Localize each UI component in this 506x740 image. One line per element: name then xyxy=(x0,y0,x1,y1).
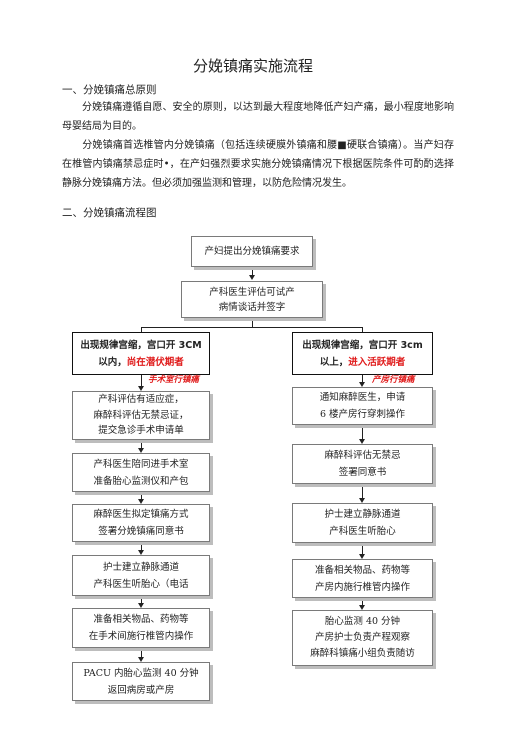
flow-assess-box: 产科医生评估可试产 病情谈话并签字 xyxy=(181,281,323,318)
flow-start-box: 产妇提出分娩镇痛要求 xyxy=(191,236,313,267)
arrow-head xyxy=(138,550,144,555)
right-condition-prefix: 以上， xyxy=(319,356,349,368)
right-step-line: 产房护士负责产程观察 xyxy=(314,632,410,643)
left-step-line: 产科医生听胎心（电话 xyxy=(93,578,189,590)
connector xyxy=(141,327,363,328)
left-condition-box: 出现规律宫缩，宫口开 3CM 以内，尚在潜伏期者 xyxy=(72,332,210,375)
right-step-box: 护士建立静脉通道 产科医生听胎心 xyxy=(292,503,433,543)
connector xyxy=(141,542,142,551)
left-step-line: 准备相关物品、药物等 xyxy=(93,614,189,625)
arrow-head xyxy=(138,657,144,662)
page-title: 分娩镇痛实施流程 xyxy=(192,57,313,75)
right-step-line: 麻醉科镇痛小组负责随访 xyxy=(310,648,415,659)
right-step-line: 准备相关物品、药物等 xyxy=(314,564,410,576)
left-condition-highlight: 尚在潜伏期者 xyxy=(126,356,184,368)
left-step-box: PACU 内胎心监测 40 分钟 返回病房或产房 xyxy=(72,662,210,701)
right-step-box: 麻醉科评估无禁忌 签署同意书 xyxy=(292,444,433,484)
left-step-line: 产科评估有适应症， xyxy=(98,394,184,406)
connector xyxy=(252,318,253,327)
left-condition-prefix: 以内， xyxy=(98,356,127,368)
right-step-box: 准备相关物品、药物等 产房内施行椎管内操作 xyxy=(292,559,433,598)
arrow-head xyxy=(138,448,144,453)
left-step-line: 麻醉医生拟定镇痛方式 xyxy=(93,509,189,520)
arrow-head xyxy=(138,603,144,608)
arrow-head xyxy=(249,275,255,280)
arrow-head xyxy=(359,439,365,444)
right-branch-label: 产房行镇痛 xyxy=(372,375,415,385)
flow-assess-line: 病情谈话并签字 xyxy=(218,301,286,313)
arrow-head xyxy=(138,499,144,504)
connector xyxy=(362,543,363,555)
flow-assess-line: 产科医生评估可试产 xyxy=(209,286,295,298)
left-step-line: 产科医生陪同进手术室 xyxy=(93,458,189,470)
paragraph-principle-text: 分娩镇痛遵循自愿、安全的原则，以达到最大程度地降低产妇产痛，最小程度地影响母婴结… xyxy=(62,102,454,132)
right-condition-box: 出现规律宫缩，宫口开 3cm 以上，进入活跃期者 xyxy=(292,332,433,375)
right-step-line: 通知麻醉医生，申请 xyxy=(319,392,406,403)
right-step-box: 胎心监测 40 分钟 产房护士负责产程观察 麻醉科镇痛小组负责随访 xyxy=(292,610,433,666)
connector xyxy=(362,598,363,606)
left-step-box: 护士建立静脉通道 产科医生听胎心（电话 xyxy=(72,555,210,596)
right-step-line: 护士建立静脉通道 xyxy=(324,509,401,520)
right-condition-line1: 出现规律宫缩，宫口开 3cm xyxy=(302,339,423,351)
left-condition-line1: 出现规律宫缩，宫口开 3CM xyxy=(80,339,202,351)
section1-heading: 一、分娩镇痛总原则 xyxy=(62,84,157,96)
left-branch-label: 手术室行镇痛 xyxy=(148,375,200,385)
arrow-head xyxy=(359,605,365,610)
section2-heading: 二、分娩镇痛流程图 xyxy=(62,207,157,219)
left-step-line: 在手术间施行椎管内操作 xyxy=(88,631,194,642)
connector xyxy=(362,484,363,499)
connector xyxy=(141,492,142,500)
paragraph-method-text: 分娩镇痛首选椎管内分娩镇痛（包括连续硬膜外镇痛和腰■硬联合镇痛）。当产妇存在椎管… xyxy=(62,140,454,189)
connector xyxy=(362,425,363,440)
arrow-head xyxy=(138,386,144,391)
paragraph-method: 分娩镇痛首选椎管内分娩镇痛（包括连续硬膜外镇痛和腰■硬联合镇痛）。当产妇存在椎管… xyxy=(62,136,454,193)
right-step-box: 通知麻醉医生，申请 6 楼产房行穿刺操作 xyxy=(292,387,433,425)
connector xyxy=(141,648,142,658)
arrow-head xyxy=(359,498,365,503)
left-step-line: 返回病房或产房 xyxy=(107,684,175,696)
right-step-line: 胎心监测 40 分钟 xyxy=(324,616,401,627)
left-step-box: 产科评估有适应症， 麻醉科评估无禁忌证， 提交急诊手术申请单 xyxy=(72,391,210,440)
left-step-box: 麻醉医生拟定镇痛方式 签署分娩镇痛同意书 xyxy=(72,504,210,542)
right-step-line: 麻醉科评估无禁忌 xyxy=(324,450,401,461)
connector xyxy=(362,375,363,383)
left-condition-line2: 以内，尚在潜伏期者 xyxy=(73,354,209,371)
paragraph-principle: 分娩镇痛遵循自愿、安全的原则，以达到最大程度地降低产妇产痛，最小程度地影响母婴结… xyxy=(62,98,454,136)
connector xyxy=(141,440,142,449)
right-step-line: 签署同意书 xyxy=(338,467,387,478)
right-condition-highlight: 进入活跃期者 xyxy=(348,356,406,368)
left-step-line: PACU 内胎心监测 40 分钟 xyxy=(83,667,199,679)
left-step-line: 签署分娩镇痛同意书 xyxy=(98,526,184,537)
right-step-line: 6 楼产房行穿刺操作 xyxy=(319,409,406,420)
connector xyxy=(252,267,253,277)
left-step-box: 准备相关物品、药物等 在手术间施行椎管内操作 xyxy=(72,608,210,648)
arrow-head xyxy=(359,554,365,559)
flow-start-text: 产妇提出分娩镇痛要求 xyxy=(204,246,300,257)
left-step-box: 产科医生陪同进手术室 准备胎心监测仪和产包 xyxy=(72,453,210,492)
right-step-line: 产房内施行椎管内操作 xyxy=(314,581,410,593)
left-step-line: 提交急诊手术申请单 xyxy=(98,425,184,437)
connector xyxy=(141,327,142,332)
right-step-line: 产科医生听胎心 xyxy=(329,526,396,537)
left-step-line: 麻醉科评估无禁忌证， xyxy=(93,409,189,421)
connector xyxy=(141,375,142,387)
right-condition-line2: 以上，进入活跃期者 xyxy=(293,354,432,371)
connector xyxy=(141,596,142,604)
left-step-line: 准备胎心监测仪和产包 xyxy=(93,475,189,487)
arrow-head xyxy=(359,382,365,387)
left-step-line: 护士建立静脉通道 xyxy=(102,561,179,573)
connector xyxy=(362,327,363,332)
